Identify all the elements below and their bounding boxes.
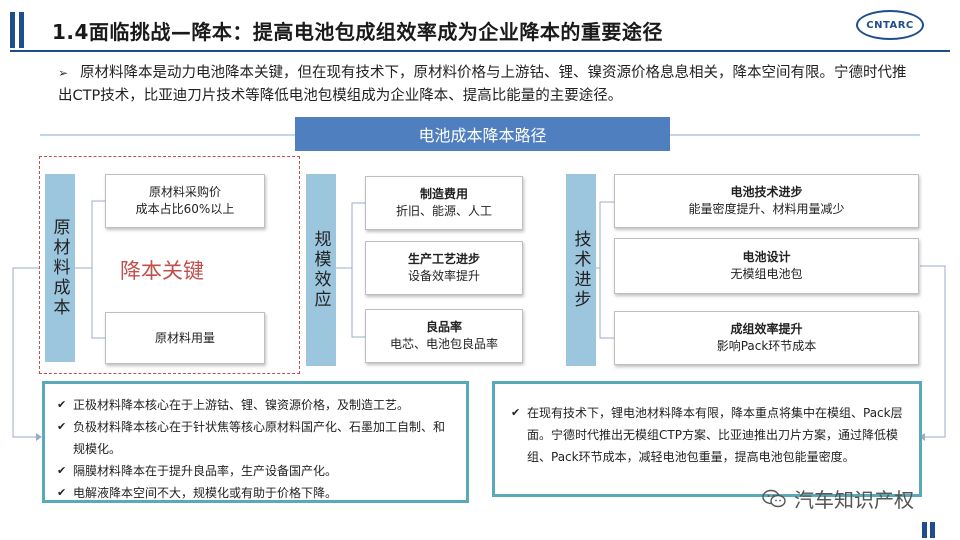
- card-title: 电池技术进步: [730, 185, 803, 199]
- card-raw-material-usage: 原材料用量: [105, 312, 265, 364]
- check-icon: ✔: [511, 406, 521, 419]
- cost-reduction-key-label: 降本关键: [120, 259, 204, 283]
- cntarc-logo: CNTARC: [856, 10, 924, 40]
- card-title: 生产工艺进步: [407, 252, 480, 266]
- card-desc: 设备效率提升: [407, 269, 480, 283]
- card-title: 良品率: [425, 320, 462, 334]
- card-manufacturing-cost: 制造费用 折旧、能源、人工: [365, 176, 523, 230]
- card-yield-rate: 良品率 电芯、电池包良品率: [365, 309, 523, 363]
- card-desc: 影响Pack环节成本: [716, 339, 817, 353]
- title-accent-bars: [10, 12, 40, 48]
- slide-title: 1.4面临挑战—降本：提高电池包成组效率成为企业降本的重要途径: [52, 20, 663, 44]
- card-raw-material-price: 原材料采购价 成本占比60%以上: [105, 174, 265, 228]
- watermark: 汽车知识产权: [762, 484, 914, 513]
- cost-path-banner: 电池成本降本路径: [295, 117, 670, 151]
- check-icon: ✔: [57, 464, 67, 477]
- card-title: 制造费用: [419, 187, 468, 201]
- check-icon: ✔: [57, 398, 67, 411]
- card-pack-efficiency: 成组效率提升 影响Pack环节成本: [614, 311, 919, 365]
- list-item: ✔负极材料降本核心在于针状焦等核心原材料国产化、石墨加工自制、和规模化。: [57, 416, 454, 460]
- note-materials: ✔正极材料降本核心在于上游钴、锂、镍资源价格，及制造工艺。 ✔负极材料降本核心在…: [42, 381, 469, 503]
- check-icon: ✔: [57, 420, 67, 433]
- title-underline: [10, 50, 950, 52]
- card-process-improvement: 生产工艺进步 设备效率提升: [365, 241, 523, 295]
- intro-paragraph: 原材料降本是动力电池降本关键，但在现有技术下，原材料价格与上游钴、锂、镍资源价格…: [58, 65, 907, 104]
- note-pack-level: ✔在现有技术下，锂电池材料降本有限，降本重点将集中在模组、Pack层面。宁德时代…: [492, 381, 922, 497]
- card-desc: 能量密度提升、材料用量减少: [688, 202, 845, 216]
- card-battery-tech: 电池技术进步 能量密度提升、材料用量减少: [614, 174, 919, 228]
- card-title: 成组效率提升: [730, 322, 803, 336]
- card-desc: 无模组电池包: [730, 267, 803, 281]
- list-item: ✔正极材料降本核心在于上游钴、锂、镍资源价格，及制造工艺。: [57, 394, 454, 416]
- list-item: ✔电解液降本空间不大，规模化或有助于价格下降。: [57, 482, 454, 504]
- check-icon: ✔: [57, 486, 67, 499]
- card-title: 电池设计: [742, 250, 791, 264]
- list-item: ✔在现有技术下，锂电池材料降本有限，降本重点将集中在模组、Pack层面。宁德时代…: [511, 402, 903, 468]
- column-tech-progress: 技术进步: [566, 174, 596, 366]
- intro-arrow-icon: ➢: [58, 66, 69, 80]
- wechat-icon: [762, 489, 786, 507]
- column-scale-effect: 规模效应: [306, 174, 336, 366]
- footer-accent-bars: [922, 522, 936, 538]
- column-raw-material-cost: 原材料成本: [45, 174, 75, 362]
- card-desc: 电芯、电池包良品率: [389, 337, 498, 351]
- list-item: ✔隔膜材料降本在于提升良品率，生产设备国产化。: [57, 460, 454, 482]
- watermark-text: 汽车知识产权: [794, 488, 914, 512]
- raw-material-highlight: [39, 156, 300, 374]
- card-desc: 折旧、能源、人工: [395, 204, 492, 218]
- card-battery-design: 电池设计 无模组电池包: [614, 238, 919, 294]
